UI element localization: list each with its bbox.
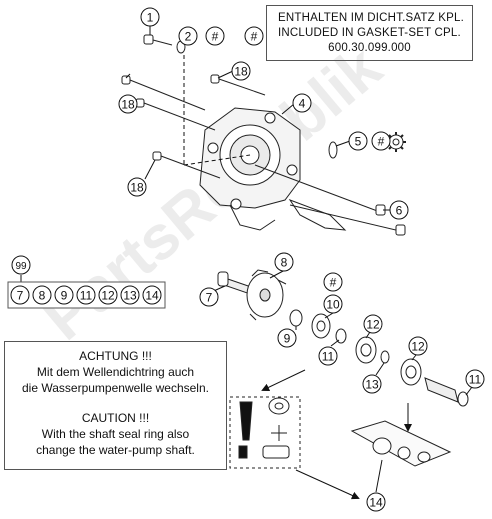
callout-5-label: 5 [355,135,362,149]
callout-hash-a [205,26,225,46]
impeller-shaft-drawing [217,269,287,321]
callout-18c [127,177,147,197]
caution-line1-de: Mit dem Wellendichtring auch [36,365,195,379]
kit-set-callout [54,285,74,305]
callout-13-label: 13 [365,378,379,392]
caution-title-en: CAUTION !!! [81,411,150,425]
gasket-note-part-number: 600.30.099.000 [328,42,411,54]
callout-7-label: 7 [206,291,213,305]
callout-18b-label: 18 [121,98,135,112]
caution-box: ACHTUNG !!! Mit dem Wellendichtring auch… [4,341,227,470]
callout-10-label: 10 [326,298,340,312]
kit-set-callout [10,285,30,305]
caution-line2-de: die Wasserpumpenwelle wechseln. [22,381,209,395]
callout-6-label: 6 [396,204,403,218]
callout-1-label: 1 [147,11,154,25]
callout-5 [348,131,368,151]
callout-18b [118,94,138,114]
callout-11a-label: 11 [322,350,335,364]
seal-inset-drawing [350,420,452,467]
caution-title-de: ACHTUNG !!! [79,349,152,363]
kit-set-callout-label: 11 [80,289,93,303]
callout-12a [363,314,383,334]
callout-8 [274,252,294,272]
kit-set-callout [98,285,118,305]
callout-18c-label: 18 [130,181,144,195]
kit-set-callout-label: 8 [39,289,46,303]
callout-12a-label: 12 [366,318,380,332]
callout-11b-label: 11 [469,373,482,387]
callout-hash-b [244,26,264,46]
kit-set-callout [32,285,52,305]
kit-set-callout [120,285,140,305]
callout-2 [178,26,198,46]
callout-hash-c-label: # [378,135,385,149]
kit-set-callout-label: 12 [101,289,115,303]
callout-hash-b-label: # [251,30,258,44]
callout-13 [362,374,382,394]
caution-line1-en: With the shaft seal ring also [41,427,190,441]
bearings-drawing [289,309,469,407]
gasket-note-line2: INCLUDED IN GASKET-SET CPL. [278,27,461,39]
callout-12b [408,336,428,356]
kit-set-callout-label: 13 [123,289,137,303]
callout-12b-label: 12 [411,340,425,354]
pump-cover-drawing [199,107,347,231]
callout-4-label: 4 [299,97,306,111]
callout-14 [366,492,386,512]
kit-set-callout-label: 9 [61,289,68,303]
callout-9-label: 9 [284,332,291,346]
callout-hash-d-label: # [330,276,337,290]
callout-99-label: 99 [15,261,27,272]
callout-9 [277,328,297,348]
gasket-note-line1: ENTHALTEN IM DICHT.SATZ KPL. [278,12,465,24]
callout-99 [11,255,31,275]
kit-set-callout [142,285,162,305]
gasket-set-note: ENTHALTEN IM DICHT.SATZ KPL. INCLUDED IN… [266,5,473,61]
bolts-drawing [121,34,406,236]
callout-18a [231,61,251,81]
callout-1 [140,7,160,27]
callout-18a-label: 18 [234,65,248,79]
caution-line2-en: change the water-pump shaft. [36,443,195,457]
callout-2-label: 2 [185,30,192,44]
callout-4 [292,93,312,113]
gear-icon [386,132,406,152]
callout-8-label: 8 [281,256,288,270]
kit-set-callout-label: 14 [145,289,159,303]
callout-7 [199,287,219,307]
callout-10 [323,294,343,314]
callout-hash-a-label: # [212,30,219,44]
callout-14-label: 14 [369,496,383,510]
callout-hash-d [323,272,343,292]
kit-set-callout [76,285,96,305]
callouts: 1 2 # # 18 18 4 5 # 18 6 99 8 # 7 10 9 [11,7,485,512]
tool-inset-drawing [229,396,301,469]
kit-set-callout-label: 7 [17,289,24,303]
callout-hash-c [371,131,391,151]
callout-6 [389,200,409,220]
kit-set-group: 7 8 9 11 12 13 14 [7,281,166,309]
callout-11a [318,346,338,366]
callout-11b [465,369,485,389]
